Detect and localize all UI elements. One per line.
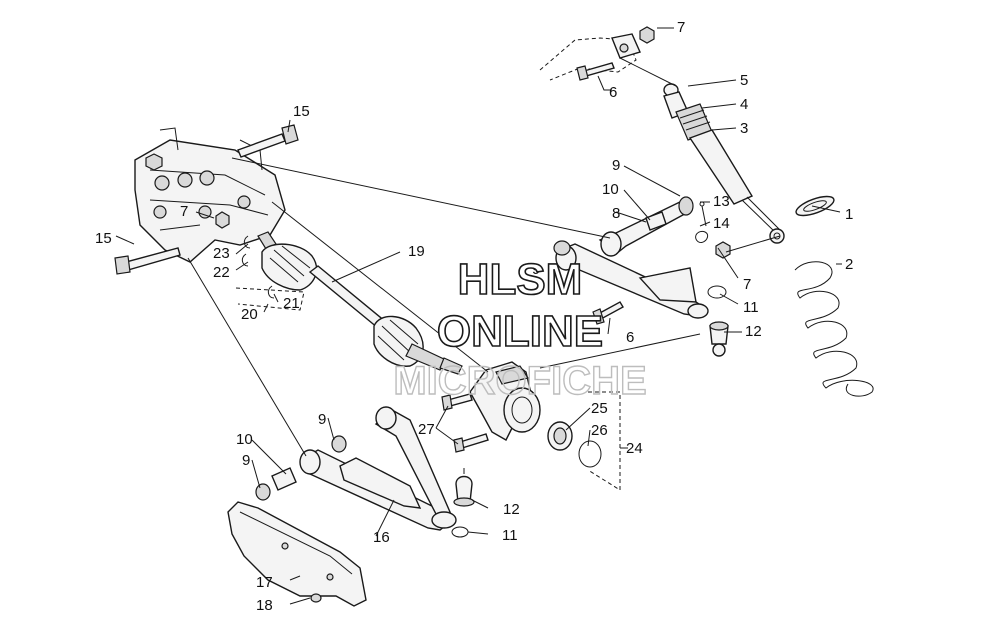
callout-9-lower-front: 9 [318, 411, 326, 428]
bushing-lower-front [331, 435, 347, 453]
nut-frame-mid [215, 211, 230, 229]
callout-26: 26 [591, 422, 608, 439]
bolt-upper-arm [592, 301, 624, 325]
snap-ring-axle [241, 235, 275, 299]
callout-8: 8 [612, 205, 620, 222]
upper-a-arm [555, 199, 709, 319]
callout-5: 5 [740, 72, 748, 89]
callout-2: 2 [845, 256, 853, 273]
wheel-bearing [547, 421, 573, 451]
callout-1: 1 [845, 206, 853, 223]
callout-11-lower: 11 [502, 527, 518, 544]
callout-9-upper: 9 [612, 157, 620, 174]
callout-leaders [115, 27, 842, 605]
callout-15-lower: 15 [95, 230, 112, 247]
alignment-lines [187, 57, 781, 457]
callout-labels: 1 2 3 4 5 6 6 7 7 7 8 9 9 9 9 10 10 11 1… [95, 19, 853, 614]
callout-18: 18 [256, 597, 273, 614]
callout-9-lower-rear: 9 [242, 452, 250, 469]
callout-7-upper-arm: 7 [743, 276, 751, 293]
callout-12-upper: 12 [745, 323, 762, 340]
lower-a-arm [299, 406, 457, 531]
knuckle-bolt-upper [441, 393, 473, 411]
steering-knuckle [469, 361, 541, 441]
callout-4: 4 [740, 96, 748, 113]
callout-6-upper-arm: 6 [626, 329, 634, 346]
callout-11-upper: 11 [743, 299, 759, 316]
nut-frame-top [145, 153, 163, 171]
watermark-line-2: ONLINE [437, 307, 603, 356]
callout-14: 14 [713, 215, 730, 232]
bolt-upper [237, 124, 299, 158]
upper-mount-frame [539, 33, 641, 81]
nut-top [639, 26, 655, 44]
coil-spring [794, 261, 874, 397]
callout-9-upper-rear: 9 [532, 261, 540, 278]
a-arm-guard [227, 501, 367, 607]
callout-21: 21 [283, 295, 300, 312]
knuckle-bolt-lower [453, 433, 489, 453]
bolt-lower [114, 247, 181, 275]
ball-joint-lower [453, 468, 475, 507]
callout-6-top: 6 [609, 84, 617, 101]
callout-7-frame: 7 [180, 203, 188, 220]
guard-rivet [310, 593, 322, 603]
watermark-line-1: HLSM [458, 255, 583, 304]
nut-upper-arm [715, 241, 731, 259]
bearing-snap-ring [578, 440, 602, 468]
cv-axle [257, 231, 463, 375]
bushing-lower-rear [255, 467, 297, 501]
snap-ring-upper [707, 285, 727, 299]
callout-19: 19 [408, 243, 425, 260]
callout-15-upper: 15 [293, 103, 310, 120]
callout-20: 20 [241, 306, 258, 323]
callout-17: 17 [256, 574, 273, 591]
cotter-pin [695, 201, 709, 243]
ball-joint-upper [709, 321, 729, 357]
callout-24: 24 [626, 440, 643, 457]
bushing-upper [553, 196, 694, 256]
shock-absorber [663, 83, 785, 244]
callout-12-lower: 12 [503, 501, 520, 518]
callout-23: 23 [213, 245, 230, 262]
bolt-top [576, 62, 615, 81]
watermark-line-3: MICROFICHE [393, 359, 646, 403]
kit-bracket-24 [587, 391, 621, 491]
callout-22: 22 [213, 264, 230, 281]
callout-16: 16 [373, 529, 390, 546]
callout-3: 3 [740, 120, 748, 137]
frame-bracket [134, 127, 286, 263]
spring-retainer [795, 195, 835, 217]
callout-7-top: 7 [677, 19, 685, 36]
snap-ring-lower [451, 526, 469, 538]
callout-10-lower: 10 [236, 431, 253, 448]
kit-bracket-20 [235, 287, 305, 311]
watermark: HLSM ONLINE MICROFICHE [393, 254, 648, 404]
callout-13: 13 [713, 193, 730, 210]
callout-27: 27 [418, 421, 435, 438]
callout-25: 25 [591, 400, 608, 417]
callout-10-upper: 10 [602, 181, 619, 198]
